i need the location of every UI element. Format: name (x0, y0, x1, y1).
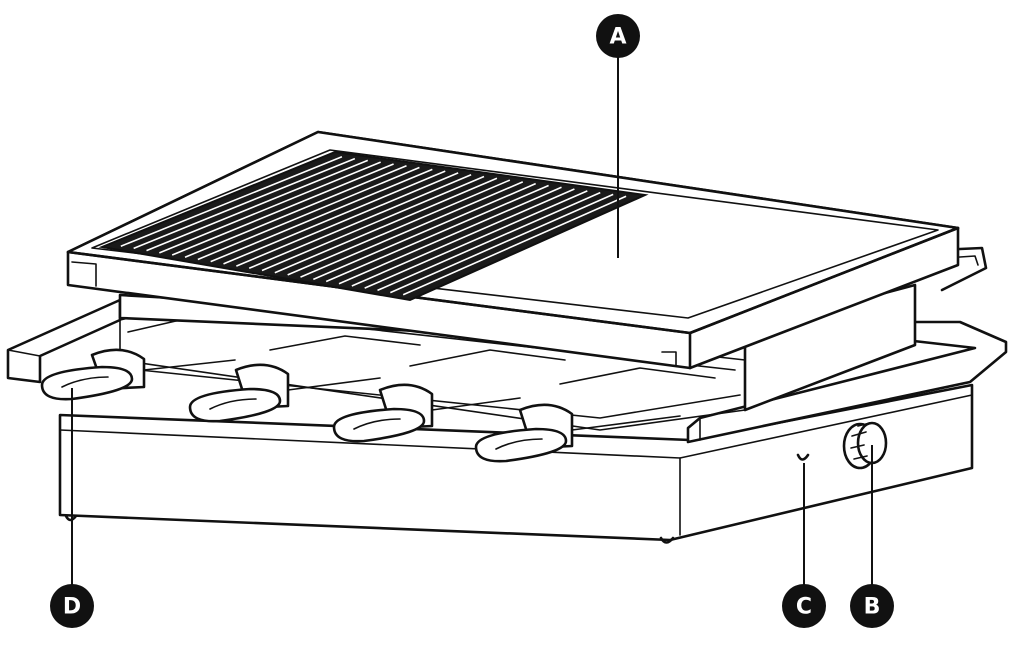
grill-rib (197, 166, 420, 261)
grill-rib (120, 156, 343, 247)
grill-rib (300, 181, 524, 278)
callout-b: B (850, 584, 894, 628)
pan-handles (40, 348, 681, 463)
grill-rib (351, 188, 575, 287)
callout-c-label: C (796, 595, 812, 620)
grill-rib (159, 161, 381, 254)
callout-d-label: D (63, 595, 81, 620)
grill-rib (274, 177, 498, 274)
grill-rib (133, 157, 356, 250)
callout-a: A (596, 14, 640, 58)
grill-rib (248, 173, 472, 270)
temperature-knob (842, 421, 888, 470)
base-unit (6, 298, 1008, 544)
grill-rib (364, 190, 588, 289)
callout-a-label: A (609, 25, 626, 50)
grill-rib (287, 179, 511, 276)
callout-b-label: B (864, 595, 881, 620)
callout-d: D (50, 584, 94, 628)
grill-rib (402, 195, 627, 296)
grill-rib (184, 165, 407, 258)
grill-rib (171, 163, 394, 256)
grill-rib (223, 170, 446, 265)
grill-rib (377, 191, 601, 292)
grill-rib (325, 184, 549, 283)
grill-rib (146, 159, 369, 252)
grill-plate (66, 130, 988, 412)
grill-rib (236, 172, 459, 267)
grill-rib (313, 182, 536, 281)
grill-rib (210, 168, 433, 263)
callout-c: C (782, 584, 826, 628)
grill-rib (390, 193, 614, 294)
grill-rib (338, 186, 562, 285)
grill-ribs (120, 156, 627, 296)
grill-rib (261, 175, 485, 272)
